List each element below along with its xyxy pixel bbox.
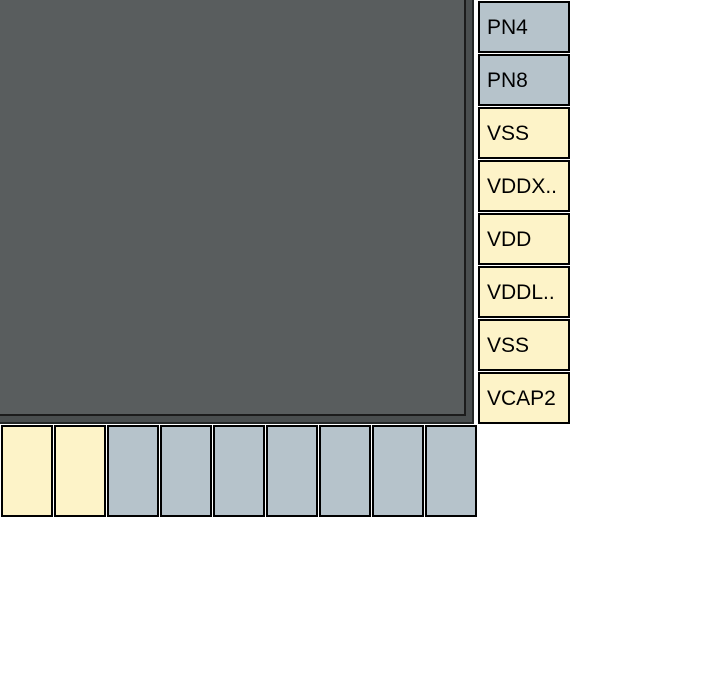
pin-bottom-1[interactable]: VDDX..: [54, 425, 106, 517]
pin-right-6[interactable]: VSS: [478, 319, 570, 371]
pin-label: VDDX..: [104, 425, 106, 515]
pin-bottom-5[interactable]: PB12: [266, 425, 318, 517]
pin-label: VCAP2: [487, 386, 556, 410]
pin-right-2[interactable]: VSS: [478, 107, 570, 159]
pin-label: VSS: [51, 425, 53, 515]
pin-label: VDD: [487, 227, 532, 251]
pin-right-4[interactable]: VDD: [478, 213, 570, 265]
pin-label: VDDX..: [487, 174, 558, 198]
pin-label: PB15: [475, 425, 477, 515]
pin-label: VDDL..: [487, 280, 555, 304]
pin-bottom-6[interactable]: PB13: [319, 425, 371, 517]
pin-label: VSS: [487, 333, 530, 357]
pin-bottom-7[interactable]: PB14: [372, 425, 424, 517]
pin-bottom-2[interactable]: PO0: [107, 425, 159, 517]
pin-label: VSS: [487, 121, 530, 145]
pin-bottom-0[interactable]: VSS: [1, 425, 53, 517]
pin-label: PB10: [210, 425, 212, 515]
pin-right-5[interactable]: VDDL..: [478, 266, 570, 318]
pin-right-3[interactable]: VDDX..: [478, 160, 570, 212]
pin-label: PO0: [157, 425, 159, 515]
pin-right-7[interactable]: VCAP2: [478, 372, 570, 424]
pin-label: PB12: [316, 425, 318, 515]
chip-package-body: [0, 0, 467, 417]
pin-label: PB11: [263, 425, 265, 515]
pin-bottom-3[interactable]: PB10: [160, 425, 212, 517]
pin-label: PN8: [487, 68, 528, 92]
pin-bottom-4[interactable]: PB11: [213, 425, 265, 517]
pin-label: PB13: [369, 425, 371, 515]
pin-bottom-8[interactable]: PB15: [425, 425, 477, 517]
pin-right-0[interactable]: PN4: [478, 1, 570, 53]
pin-label: PN4: [487, 15, 528, 39]
pin-right-1[interactable]: PN8: [478, 54, 570, 106]
pin-label: PB14: [422, 425, 424, 515]
